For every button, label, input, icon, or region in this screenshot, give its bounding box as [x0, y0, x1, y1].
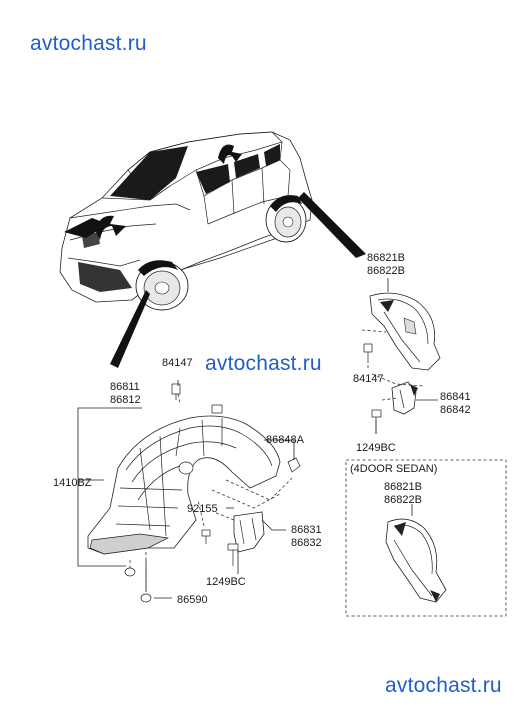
label-86848A: 86848A	[266, 434, 305, 446]
label-86811: 86811	[110, 381, 140, 393]
callout-arrows	[96, 144, 366, 368]
label-86821B-top: 86821B	[367, 252, 405, 264]
label-sedan-title: (4DOOR SEDAN)	[350, 463, 437, 475]
label-86832: 86832	[291, 537, 322, 549]
label-1249BC-left: 1249BC	[206, 576, 246, 588]
callout-arrow-rear	[298, 192, 366, 258]
watermark-top-left: avtochast.ru	[30, 32, 147, 55]
label-86812: 86812	[110, 394, 141, 406]
rear-wheel-guard-liner	[369, 292, 441, 371]
label-86841: 86841	[440, 391, 471, 403]
label-86822B-sedan: 86822B	[384, 494, 422, 506]
mud-guard-86831	[233, 511, 265, 553]
watermark-bottom-right: avtochast.ru	[385, 674, 502, 697]
label-86822B-top: 86822B	[367, 265, 405, 277]
label-1249BC-right: 1249BC	[356, 442, 396, 454]
mud-guard-86841	[391, 381, 418, 415]
label-1410BZ: 1410BZ	[53, 477, 92, 489]
label-86590: 86590	[177, 594, 208, 606]
label-84147-left: 84147	[162, 357, 193, 369]
callout-arrow-front	[110, 290, 150, 368]
screw-92155	[201, 529, 211, 544]
car-illustration	[59, 131, 313, 311]
front-wheel-guard-liner	[87, 404, 281, 555]
label-86821B-sedan: 86821B	[384, 481, 422, 493]
leader-lines-right	[361, 278, 438, 434]
clip-84147-left	[171, 383, 181, 400]
clip-84147-right	[363, 343, 373, 360]
part-labels: 86821B 86822B 84147 86811 86812 1410BZ 8…	[53, 252, 471, 606]
leader-lines-left	[77, 380, 295, 599]
label-86831: 86831	[291, 524, 322, 536]
bolt-1249BC-left	[227, 543, 239, 566]
label-84147-right: 84147	[353, 373, 384, 385]
bolt-1249BC-right	[371, 409, 382, 434]
clip-86848A	[287, 457, 301, 473]
watermark-middle: avtochast.ru	[205, 352, 322, 375]
nut-86590	[124, 567, 152, 603]
label-92155: 92155	[187, 503, 218, 515]
label-86842: 86842	[440, 404, 471, 416]
sedan-variant-box	[345, 459, 507, 617]
